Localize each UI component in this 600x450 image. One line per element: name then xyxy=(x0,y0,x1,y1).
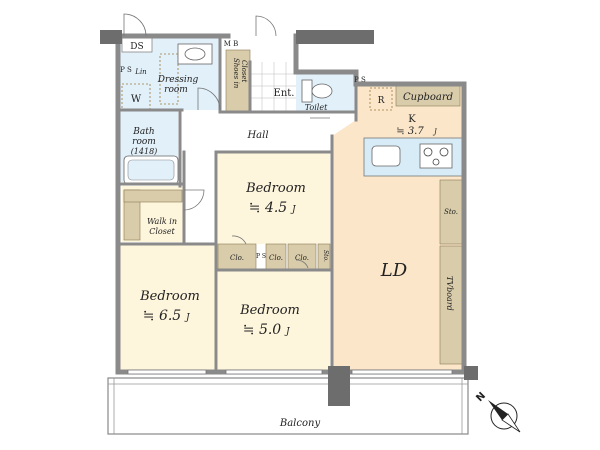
label-w: W xyxy=(131,94,142,105)
washbasin-icon xyxy=(177,43,213,65)
label-sto-tall: Sto. xyxy=(444,208,458,216)
shoes-closet xyxy=(225,49,251,113)
entrance-area xyxy=(250,62,296,112)
label-bedroom-1-unit: J xyxy=(290,205,297,215)
label-tvboard: TVboard xyxy=(445,276,454,311)
bedroom-1 xyxy=(218,152,330,244)
bedroom-2 xyxy=(120,244,216,370)
label-clo-2: Clo. xyxy=(269,254,283,262)
label-ps-mid: P S xyxy=(256,253,266,260)
label-k: K xyxy=(408,114,416,125)
label-ent: Ent. xyxy=(274,88,295,99)
label-toilet: Toilet xyxy=(305,103,328,112)
column-bottom xyxy=(328,366,350,406)
label-sto-small: Sto. xyxy=(322,250,329,262)
label-bath-size: (1418) xyxy=(131,147,158,156)
label-bedroom-3-size: ≒ 5.0 xyxy=(243,322,282,338)
column-top xyxy=(296,30,374,44)
closet-3 xyxy=(287,243,317,271)
label-clo-3: Clo. xyxy=(295,254,309,262)
column-left xyxy=(100,30,122,44)
label-dressing: Dressing xyxy=(157,75,199,85)
closet-1 xyxy=(217,243,257,271)
label-bedroom-2-unit: J xyxy=(184,313,191,323)
north-arrow-icon: N xyxy=(474,390,521,433)
label-bath-room: room xyxy=(132,137,156,147)
label-ds: DS xyxy=(130,42,143,52)
fridge-space xyxy=(369,87,393,111)
label-bedroom-3: Bedroom xyxy=(239,303,300,318)
label-dressing-room: room xyxy=(164,85,188,95)
label-bath: Bath xyxy=(132,127,154,137)
label-compass: N xyxy=(474,390,488,404)
balcony-area xyxy=(107,377,469,435)
label-bedroom-1-size: ≒ 4.5 xyxy=(249,200,288,216)
label-lin: Lin xyxy=(134,68,147,76)
label-clo-1: Clo. xyxy=(230,254,244,262)
label-bedroom-1: Bedroom xyxy=(245,181,306,196)
corridor-area xyxy=(184,152,218,242)
label-closet-shoes: Closet xyxy=(240,60,248,83)
label-bedroom-2-size: ≒ 6.5 xyxy=(143,308,182,324)
label-walkin: Walk in xyxy=(147,217,177,226)
label-k-size: ≒ 3.7 xyxy=(396,126,424,137)
toilet-icon xyxy=(301,79,333,103)
label-ps-left: P S xyxy=(120,66,132,74)
label-r: R xyxy=(378,96,385,106)
label-bedroom-2: Bedroom xyxy=(139,289,200,304)
label-hall: Hall xyxy=(246,130,268,141)
label-bedroom-3-unit: J xyxy=(284,327,291,337)
label-ps-right: P S xyxy=(354,76,366,84)
label-mb: M B xyxy=(224,40,239,48)
label-walkin-closet: Closet xyxy=(149,227,175,236)
label-ld: LD xyxy=(380,260,408,281)
label-shoes: Shoes in xyxy=(232,58,240,89)
label-cupboard: Cupboard xyxy=(403,92,453,103)
sink-icon xyxy=(371,145,401,167)
walls xyxy=(115,33,467,375)
bedroom-3 xyxy=(218,270,330,370)
label-k-unit: J xyxy=(432,128,438,136)
stove-icon xyxy=(419,143,453,169)
label-balcony: Balcony xyxy=(279,418,321,429)
hall-area xyxy=(178,112,356,152)
